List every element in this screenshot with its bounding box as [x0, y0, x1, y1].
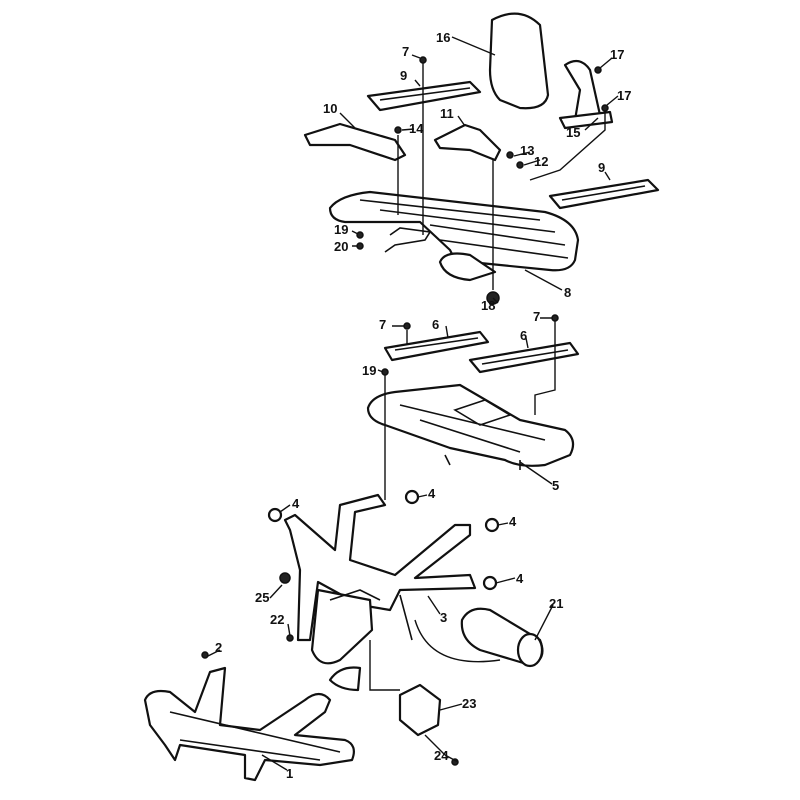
label-19: 19: [362, 363, 376, 378]
frame-part-3: [283, 493, 477, 692]
label-18: 18: [481, 298, 495, 313]
label-7: 7: [402, 44, 409, 59]
label-20: 20: [334, 239, 348, 254]
label-23: 23: [462, 696, 476, 711]
label-3: 3: [440, 610, 447, 625]
label-17: 17: [610, 47, 624, 62]
pad-part-6-left: [383, 330, 490, 362]
label-16: 16: [436, 30, 450, 45]
label-7: 7: [379, 317, 386, 332]
pad-part-9-right: [548, 178, 660, 210]
label-6: 6: [432, 317, 439, 332]
bumper-part-1: [143, 666, 355, 782]
label-25: 25: [255, 590, 269, 605]
pad-part-9-upper: [366, 80, 482, 112]
label-21: 21: [549, 596, 563, 611]
label-7: 7: [533, 309, 540, 324]
label-14: 14: [409, 121, 424, 136]
bracket-part-11: [433, 123, 502, 162]
backrest-part-16: [488, 12, 614, 130]
label-11: 11: [440, 106, 454, 121]
label-4: 4: [509, 514, 517, 529]
label-22: 22: [270, 612, 284, 627]
label-8: 8: [564, 285, 571, 300]
rack-part-8: [328, 190, 580, 282]
label-15: 15: [566, 125, 580, 140]
bracket-part-23: [398, 683, 442, 737]
label-9: 9: [598, 160, 605, 175]
label-4: 4: [516, 571, 524, 586]
motor-part-21: [414, 607, 544, 668]
label-4: 4: [292, 496, 300, 511]
label-19: 19: [334, 222, 348, 237]
bracket-part-10: [303, 122, 407, 162]
label-1: 1: [286, 766, 293, 781]
label-6: 6: [520, 328, 527, 343]
label-13: 13: [520, 143, 534, 158]
label-17: 17: [617, 88, 631, 103]
label-12: 12: [534, 154, 548, 169]
label-4: 4: [428, 486, 436, 501]
rack-part-5: [366, 383, 575, 470]
label-9: 9: [400, 68, 407, 83]
label-10: 10: [323, 101, 337, 116]
label-5: 5: [552, 478, 559, 493]
label-24: 24: [434, 748, 449, 763]
label-2: 2: [215, 640, 222, 655]
pad-part-6-right: [468, 341, 580, 374]
